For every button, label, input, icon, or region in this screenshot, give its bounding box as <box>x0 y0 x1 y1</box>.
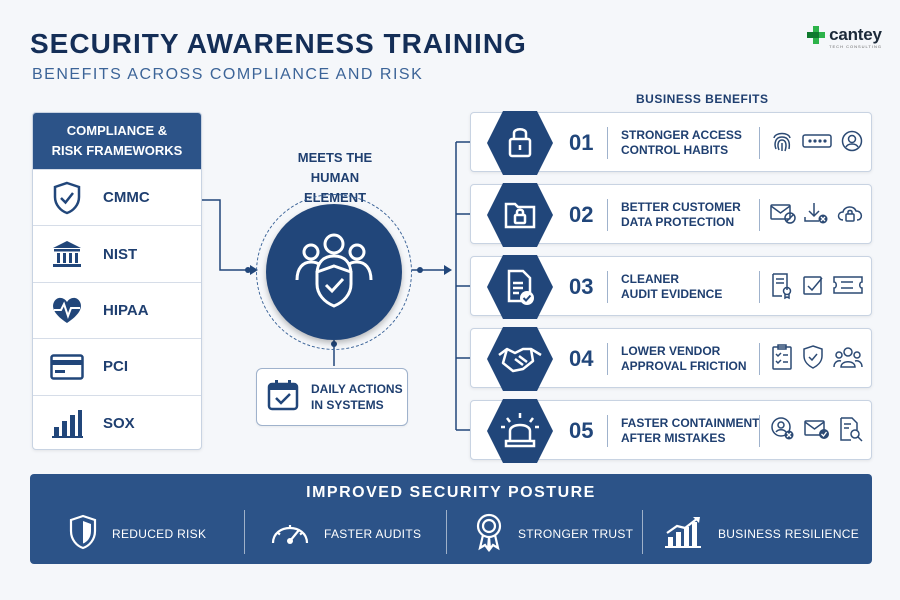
mail-blocked-icon <box>770 202 797 229</box>
framework-label: NIST <box>103 245 138 263</box>
benefit-line1: BETTER CUSTOMER <box>621 200 741 214</box>
shield-check-icon <box>49 180 85 216</box>
page-subtitle: BENEFITS ACROSS COMPLIANCE AND RISK <box>32 66 424 83</box>
logo-tagline: TECH CONSULTING <box>829 44 882 49</box>
user-circle-icon <box>841 130 863 157</box>
posture-title: IMPROVED SECURITY POSTURE <box>306 484 596 501</box>
posture-item-faster-audits: FASTER AUDITS <box>270 512 421 556</box>
checkbox-icon <box>802 274 824 301</box>
frameworks-title-line2: RISK FRAMEWORKS <box>51 143 183 158</box>
fingerprint-icon <box>771 129 793 158</box>
daily-line2: IN SYSTEMS <box>311 398 384 412</box>
benefit-line2: AUDIT EVIDENCE <box>621 287 723 301</box>
framework-item-cmmc: CMMC <box>33 169 201 225</box>
benefit-line2: AFTER MISTAKES <box>621 431 726 445</box>
benefit-number: 01 <box>569 130 594 155</box>
benefit-number: 03 <box>569 274 594 299</box>
posture-item-reduced-risk: REDUCED RISK <box>68 512 206 556</box>
mail-check-icon <box>804 418 830 445</box>
company-logo: cantey TECH CONSULTING <box>807 26 882 52</box>
page-title: SECURITY AWARENESS TRAINING <box>30 28 527 59</box>
benefit-line2: DATA PROTECTION <box>621 215 735 229</box>
cloud-lock-icon <box>836 202 864 229</box>
framework-item-nist: NIST <box>33 225 201 281</box>
calendar-check-icon <box>267 379 299 416</box>
building-columns-icon <box>49 236 85 272</box>
folder-lock-icon <box>485 181 555 249</box>
framework-label: HIPAA <box>103 301 149 319</box>
benefit-line1: LOWER VENDOR <box>621 344 721 358</box>
handshake-icon <box>485 325 555 393</box>
framework-item-pci: PCI <box>33 338 201 394</box>
benefit-number: 04 <box>569 346 594 371</box>
download-blocked-icon <box>803 201 829 230</box>
benefit-line2: CONTROL HABITS <box>621 143 729 157</box>
shield-icon <box>68 514 98 555</box>
benefit-line1: FASTER CONTAINMENT <box>621 416 760 430</box>
security-posture-banner: IMPROVED SECURITY POSTURE REDUCED RISK F… <box>30 474 872 564</box>
checklist-icon <box>771 343 793 375</box>
growth-chart-icon <box>664 515 704 554</box>
lock-icon <box>485 109 555 177</box>
alarm-light-icon <box>485 397 555 465</box>
password-field-icon <box>802 133 832 154</box>
daily-line1: DAILY ACTIONS <box>311 382 403 396</box>
logo-mark-icon <box>807 26 826 44</box>
posture-label: STRONGER TRUST <box>518 527 634 541</box>
heart-pulse-icon <box>49 292 85 328</box>
hub-caption-line1: MEETS THE <box>297 150 373 165</box>
frameworks-panel: COMPLIANCE & RISK FRAMEWORKS CMMC NIST HI… <box>32 112 202 450</box>
frameworks-title-line1: COMPLIANCE & <box>66 123 168 138</box>
award-ribbon-icon <box>474 513 504 556</box>
framework-label: PCI <box>103 358 129 376</box>
bar-chart-icon <box>49 405 85 441</box>
posture-label: REDUCED RISK <box>112 527 207 541</box>
user-remove-icon <box>771 416 795 446</box>
benefit-line1: CLEANER <box>621 272 680 286</box>
benefit-number: 02 <box>569 202 594 227</box>
certificate-icon <box>771 272 793 303</box>
credit-card-icon <box>49 349 85 385</box>
posture-item-stronger-trust: STRONGER TRUST <box>474 512 633 556</box>
benefit-line2: APPROVAL FRICTION <box>621 359 747 373</box>
framework-label: CMMC <box>103 189 150 207</box>
team-icon <box>832 346 863 373</box>
people-shield-icon <box>289 230 379 315</box>
posture-label: BUSINESS RESILIENCE <box>718 527 860 541</box>
benefit-number: 05 <box>569 418 594 443</box>
logo-brand: cantey <box>829 25 882 44</box>
framework-item-sox: SOX <box>33 394 201 451</box>
framework-label: SOX <box>103 414 135 432</box>
posture-item-business-resilience: BUSINESS RESILIENCE <box>664 512 859 556</box>
document-search-icon <box>839 416 863 447</box>
hub-dashed-ring <box>256 194 412 350</box>
benefit-line1: STRONGER ACCESS <box>621 128 742 142</box>
human-element-hub <box>266 204 402 340</box>
ticket-icon <box>832 275 863 300</box>
framework-item-hipaa: HIPAA <box>33 281 201 338</box>
shield-check-icon <box>802 344 824 374</box>
daily-actions-box: DAILY ACTIONS IN SYSTEMS <box>256 368 408 426</box>
frameworks-panel-header: COMPLIANCE & RISK FRAMEWORKS <box>33 113 201 169</box>
speedometer-icon <box>270 517 310 552</box>
posture-label: FASTER AUDITS <box>324 527 422 541</box>
document-check-icon <box>485 253 555 321</box>
benefits-title: BUSINESS BENEFITS <box>636 92 769 106</box>
